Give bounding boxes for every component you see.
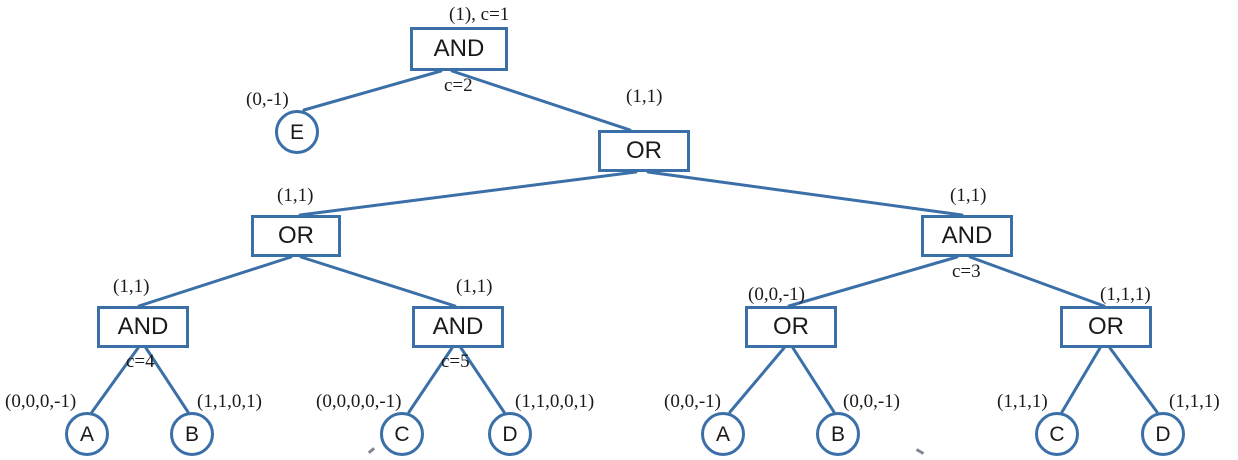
node-and4[interactable]: AND bbox=[412, 306, 504, 348]
edge-or2-and3 bbox=[137, 255, 293, 308]
node-or1[interactable]: OR bbox=[598, 130, 690, 172]
annotation-leafC1-value: (0,0,0,0,-1) bbox=[316, 391, 402, 412]
annotation-and3-value: (1,1) bbox=[113, 276, 150, 297]
annotation-root-cost: c=2 bbox=[444, 75, 473, 96]
node-leafC2[interactable]: C bbox=[1035, 412, 1079, 456]
annotation-or2-value: (1,1) bbox=[277, 185, 314, 206]
annotation-or3-value: (0,0,-1) bbox=[748, 284, 805, 305]
edge-or3-leafA2 bbox=[728, 346, 786, 414]
node-or4[interactable]: OR bbox=[1060, 306, 1152, 348]
edge-or2-and4 bbox=[299, 255, 457, 308]
node-and3[interactable]: AND bbox=[97, 306, 189, 348]
node-or2[interactable]: OR bbox=[251, 215, 341, 257]
scan-artifact-left bbox=[367, 447, 376, 454]
annotation-and4-cost: c=5 bbox=[441, 351, 470, 372]
edge-root-or1 bbox=[450, 69, 632, 132]
annotation-leafA2-value: (0,0,-1) bbox=[664, 391, 721, 412]
node-or3[interactable]: OR bbox=[745, 306, 837, 348]
scan-artifact-right bbox=[915, 448, 925, 455]
node-leafC1[interactable]: C bbox=[380, 412, 424, 456]
node-and2[interactable]: AND bbox=[921, 215, 1013, 257]
annotation-leafA1-value: (0,0,0,-1) bbox=[5, 391, 77, 412]
node-leafB2[interactable]: B bbox=[816, 412, 860, 456]
node-leafA2[interactable]: A bbox=[701, 412, 745, 456]
edge-or3-leafB2 bbox=[791, 346, 836, 414]
edge-or4-leafD2 bbox=[1108, 346, 1159, 414]
annotation-or1-value: (1,1) bbox=[626, 86, 663, 107]
annotation-and2-value: (1,1) bbox=[950, 185, 987, 206]
annotation-leafB1-value: (1,1,0,1) bbox=[197, 391, 262, 412]
annotation-root-value: (1), c=1 bbox=[449, 4, 510, 25]
node-leafA1[interactable]: A bbox=[65, 412, 109, 456]
annotation-and4-value: (1,1) bbox=[456, 276, 493, 297]
annotation-and3-cost: c=4 bbox=[126, 351, 155, 372]
edge-root-leafE bbox=[302, 69, 443, 112]
annotation-leafD1-value: (1,1,0,0,1) bbox=[515, 391, 595, 412]
annotation-leafC2-value: (1,1,1) bbox=[997, 391, 1048, 412]
node-root[interactable]: AND bbox=[410, 27, 508, 71]
edge-or1-and2 bbox=[646, 170, 964, 217]
annotation-or4-value: (1,1,1) bbox=[1100, 284, 1151, 305]
node-leafE[interactable]: E bbox=[275, 110, 319, 154]
edge-or4-leafC2 bbox=[1060, 346, 1102, 414]
annotation-and2-cost: c=3 bbox=[952, 261, 981, 282]
node-leafD1[interactable]: D bbox=[488, 412, 532, 456]
edge-or1-or2 bbox=[298, 170, 638, 217]
annotation-leafD2-value: (1,1,1) bbox=[1169, 391, 1220, 412]
annotation-leafE-value: (0,-1) bbox=[246, 89, 289, 110]
annotation-leafB2-value: (0,0,-1) bbox=[843, 391, 900, 412]
node-leafB1[interactable]: B bbox=[170, 412, 214, 456]
edge-and2-or3 bbox=[787, 255, 959, 308]
edge-and2-or4 bbox=[968, 255, 1106, 308]
node-leafD2[interactable]: D bbox=[1141, 412, 1185, 456]
